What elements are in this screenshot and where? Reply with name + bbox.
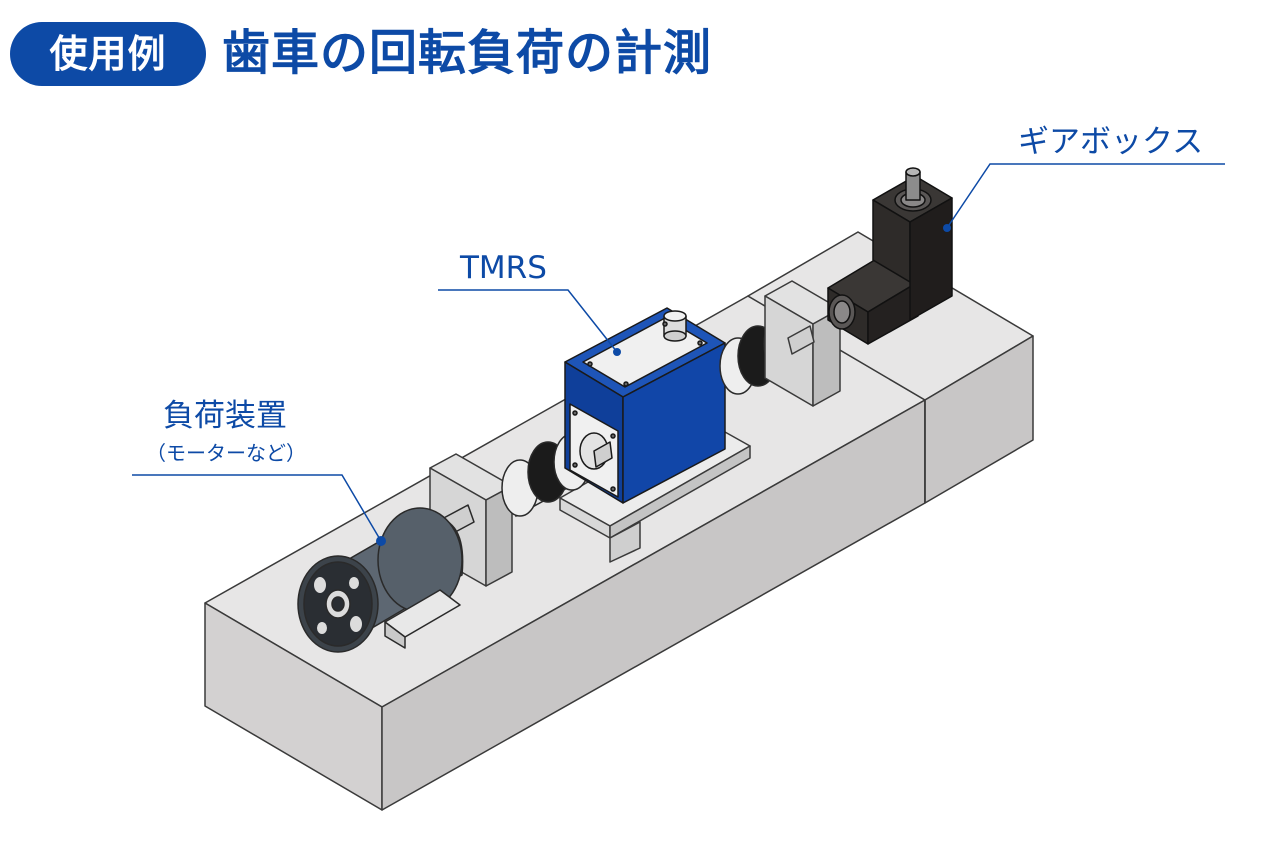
motor <box>297 504 475 653</box>
load-device-label: 負荷装置 <box>163 398 287 434</box>
gearbox-label: ギアボックス <box>1018 124 1204 160</box>
header: 使用例 歯車の回転負荷の計測 <box>0 0 1261 100</box>
callout-load-device <box>132 474 382 542</box>
callout-gearbox <box>946 163 1225 229</box>
bearing-block-rear <box>764 280 841 407</box>
usage-example-badge: 使用例 <box>10 22 206 86</box>
callout-tmrs <box>438 289 618 353</box>
gearbox <box>827 167 953 345</box>
tmrs-sensor <box>564 307 726 504</box>
callout-lines <box>132 163 1225 542</box>
tmrs-label: TMRS <box>460 250 547 286</box>
load-device-note: （モーターなど） <box>146 441 306 465</box>
page-title: 歯車の回転負荷の計測 <box>222 25 713 81</box>
